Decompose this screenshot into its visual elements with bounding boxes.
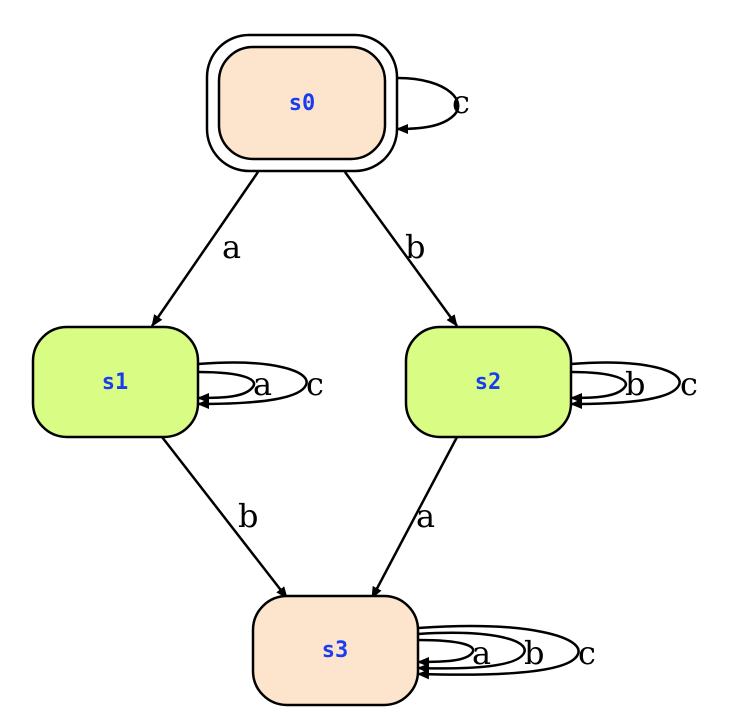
edge-s2-to-s3 — [370, 436, 459, 599]
label-s1-self-a: a — [253, 365, 272, 403]
state-s0: s0 — [205, 33, 399, 173]
edge-s2-self-loop-b — [570, 370, 627, 403]
edge-s0-self-loop — [396, 76, 460, 134]
state-s0-label: s0 — [289, 91, 316, 116]
edge-s1-to-s3 — [161, 436, 288, 599]
edge-s3-self-loop-b — [417, 631, 526, 674]
label-s2-self-b: b — [625, 365, 645, 403]
label-s1-self-c: c — [306, 365, 324, 403]
label-s1-to-s3: b — [238, 497, 258, 535]
state-s0-box — [217, 45, 387, 161]
state-s1-box — [31, 325, 200, 439]
state-s1: s1 — [31, 325, 200, 439]
label-s0-self: c — [452, 83, 470, 121]
edge-s0-to-s2 — [343, 171, 459, 327]
edge-s3-self-loop-c — [417, 624, 580, 680]
state-s3: s3 — [251, 594, 420, 707]
edge-s1-self-loop-a — [197, 370, 256, 403]
state-s3-box — [251, 594, 420, 707]
label-s0-to-s2: b — [405, 228, 425, 266]
edge-s0-to-s1 — [150, 171, 260, 327]
edge-s2-self-loop-c — [570, 361, 681, 409]
state-s3-label: s3 — [322, 638, 349, 663]
label-s0-to-s1: a — [222, 228, 241, 266]
state-s2-label: s2 — [475, 370, 502, 395]
label-s3-self-b: b — [524, 634, 544, 672]
label-s2-self-c: c — [680, 365, 698, 403]
state-s2-box — [404, 325, 573, 439]
label-s3-self-c: c — [578, 634, 596, 672]
state-s2: s2 — [404, 325, 573, 439]
state-s1-label: s1 — [102, 370, 129, 395]
edge-s1-self-loop-c — [197, 361, 308, 409]
edge-s3-self-loop-a — [417, 638, 475, 667]
label-s3-self-a: a — [472, 634, 491, 672]
label-s2-to-s3: a — [416, 497, 435, 535]
